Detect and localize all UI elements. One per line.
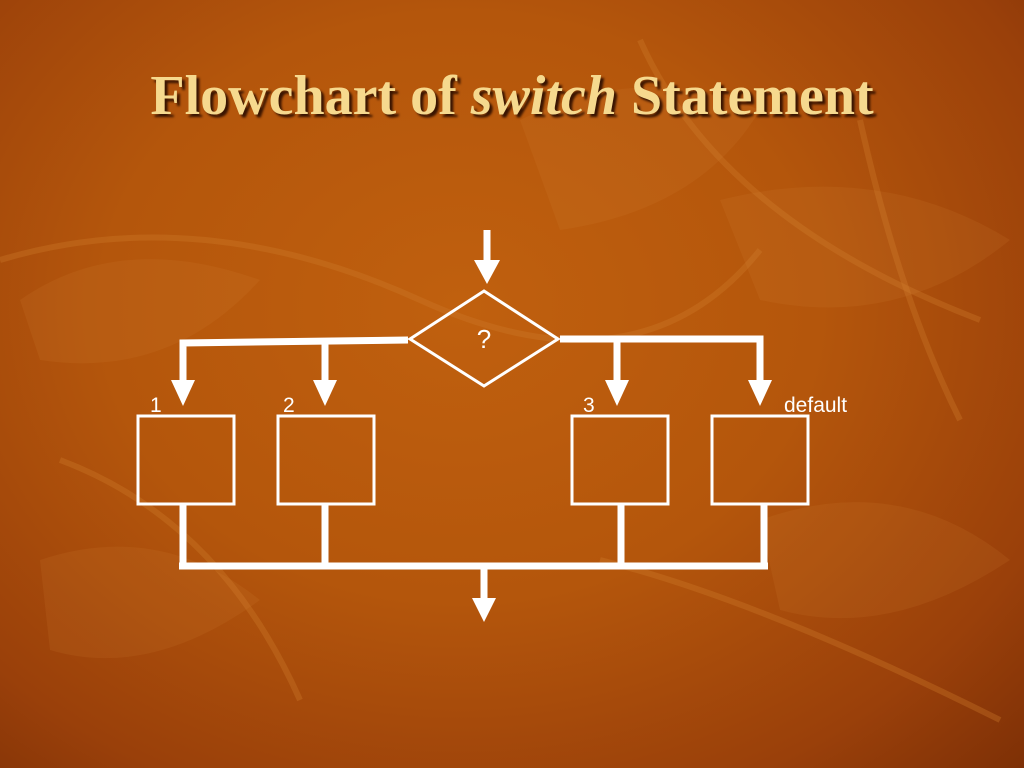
arrow-head-case-1 <box>171 380 195 406</box>
leaf-shape <box>40 546 260 659</box>
arrow-head-case-2 <box>313 380 337 406</box>
leaf-vein <box>857 119 963 422</box>
leaf-shape <box>760 502 1010 619</box>
default-box <box>710 414 810 506</box>
leaf-shape <box>20 259 260 364</box>
leaf-vein <box>58 457 303 702</box>
case-label-3: 3 <box>583 394 595 417</box>
case-2-box <box>276 414 376 506</box>
case-1-box <box>136 414 236 506</box>
title-prefix: Flowchart of <box>150 65 471 127</box>
title-suffix: Statement <box>617 65 874 127</box>
decision-label: ? <box>477 324 491 354</box>
slide-title: Flowchart of switch Statement <box>0 64 1024 128</box>
leaf-vein <box>637 38 982 323</box>
title-keyword: switch <box>470 65 618 127</box>
case-3-box <box>570 414 670 506</box>
leaf-shape <box>520 87 760 230</box>
arrow-head-case-3 <box>605 380 629 406</box>
leaf-shape <box>720 186 1010 308</box>
leaf-vein <box>599 557 1002 723</box>
branch-line-left <box>179 336 409 382</box>
leaf-vein <box>0 234 763 343</box>
arrow-head-default <box>748 380 772 406</box>
exit-arrow-head <box>472 598 496 622</box>
decision-diamond <box>407 289 561 388</box>
branch-line-right <box>560 335 764 382</box>
case-label-1: 1 <box>150 394 162 417</box>
case-label-default: default <box>784 394 847 417</box>
entry-arrow-head <box>474 260 500 284</box>
case-label-2: 2 <box>283 394 295 417</box>
